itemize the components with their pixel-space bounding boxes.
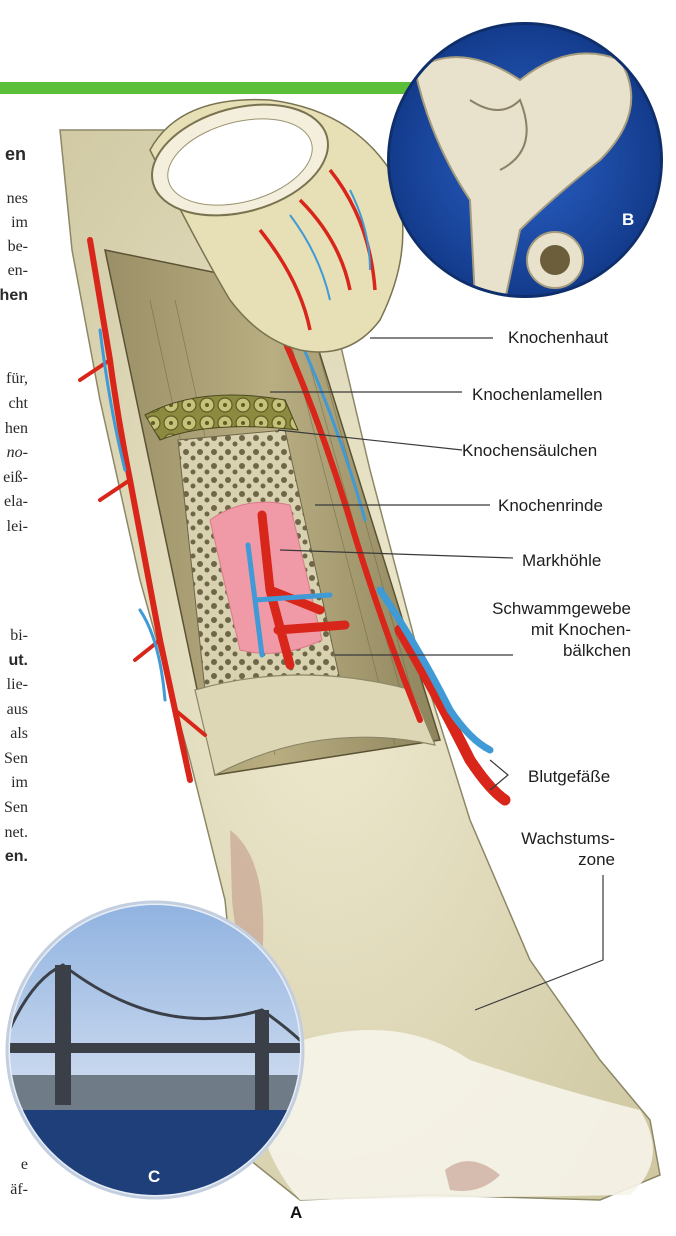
text-fragment: lei- — [7, 515, 28, 539]
text-fragment: be- — [8, 235, 28, 259]
text-fragment: Sen — [4, 747, 28, 771]
label-knochenlamellen: Knochenlamellen — [472, 384, 602, 405]
text-fragment: aus — [7, 698, 28, 722]
text-fragment: en- — [8, 259, 28, 283]
text-fragment: hen — [0, 284, 28, 308]
text-fragment: für, — [6, 367, 28, 391]
label-schwammgewebe: Schwammgewebe mit Knochen- bälkchen — [440, 598, 631, 661]
text-fragment: im — [11, 211, 28, 235]
label-blutgefaesse: Blutgefäße — [528, 766, 610, 787]
label-knochensaeulchen: Knochensäulchen — [462, 440, 597, 461]
label-schwamm-line3: bälkchen — [440, 640, 631, 661]
label-schwamm-line1: Schwammgewebe — [440, 598, 631, 619]
text-fragment: en — [5, 142, 26, 166]
label-knochenrinde: Knochenrinde — [498, 495, 603, 516]
text-fragment: nes — [7, 187, 28, 211]
text-fragment: net. — [4, 821, 28, 845]
text-fragment: lie- — [7, 673, 28, 697]
bridge-tower-right — [255, 1010, 269, 1110]
text-fragment: eiß- — [3, 466, 28, 490]
label-wachstums-line1: Wachstums- — [480, 828, 615, 849]
label-markhoehle: Markhöhle — [522, 550, 601, 571]
label-wachstums-line2: zone — [480, 849, 615, 870]
text-fragment: e — [21, 1153, 28, 1177]
text-fragment: im — [11, 771, 28, 795]
text-fragment: ut. — [8, 649, 28, 673]
text-fragment: no- — [7, 441, 28, 465]
text-fragment: en. — [5, 845, 28, 869]
text-fragment: cht — [8, 392, 28, 416]
text-fragment: Sen — [4, 796, 28, 820]
badge-c: C — [148, 1167, 160, 1187]
text-fragment: bi- — [10, 624, 28, 648]
bridge-tower-left — [55, 965, 71, 1105]
text-fragment: als — [10, 722, 28, 746]
label-knochenhaut: Knochenhaut — [508, 327, 608, 348]
text-fragment: ela- — [4, 490, 28, 514]
text-fragment: hen — [5, 417, 28, 441]
label-schwamm-line2: mit Knochen- — [440, 619, 631, 640]
label-wachstumszone: Wachstums- zone — [480, 828, 615, 870]
badge-b: B — [622, 210, 634, 230]
badge-a: A — [290, 1203, 302, 1223]
text-fragment: äf- — [10, 1178, 28, 1202]
